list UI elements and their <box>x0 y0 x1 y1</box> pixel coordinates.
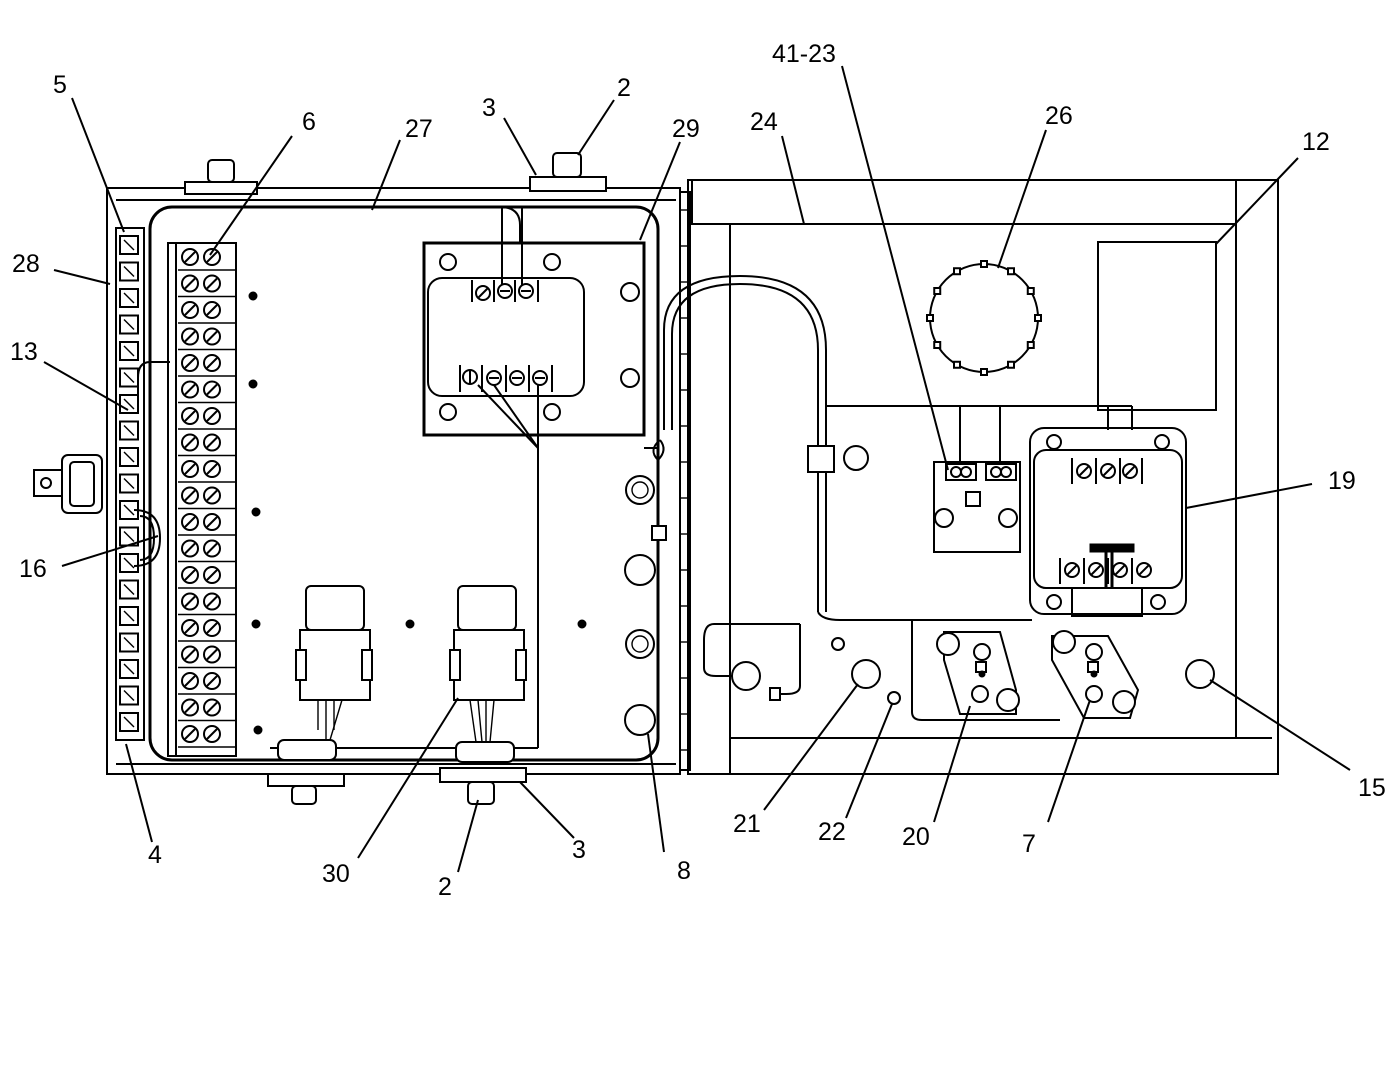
callout-3-bottom: 3 <box>572 836 586 864</box>
callout-labels: 5 28 13 16 4 6 27 3 2 29 41-23 24 26 12 … <box>10 40 1386 901</box>
callout-21: 21 <box>733 810 761 838</box>
callout-16: 16 <box>19 555 47 583</box>
callout-26: 26 <box>1045 102 1073 130</box>
grommets-right <box>731 637 1215 705</box>
external-terminal-strip <box>115 227 145 741</box>
callout-3-top: 3 <box>482 94 496 122</box>
callout-12: 12 <box>1302 128 1330 156</box>
right-harness <box>663 274 1133 621</box>
terminal-block <box>167 242 237 757</box>
connector-right <box>449 585 527 763</box>
callout-4: 4 <box>148 841 162 869</box>
relay-module <box>244 206 646 449</box>
callout-2-top: 2 <box>617 74 631 102</box>
thermal-switch-7 <box>1051 630 1140 719</box>
module-bottom-terminals <box>1059 543 1152 588</box>
jumper-wire-13 <box>137 361 170 406</box>
grommets-left <box>624 439 667 736</box>
relay-top-screws <box>471 280 539 302</box>
bottom-mounting-stud-right <box>439 767 527 805</box>
callout-30: 30 <box>322 860 350 888</box>
callout-6: 6 <box>302 108 316 136</box>
top-mounting-stud-right <box>529 152 607 192</box>
leader-lines <box>43 65 1351 873</box>
callout-13: 13 <box>10 338 38 366</box>
callout-20: 20 <box>902 823 930 851</box>
callout-27: 27 <box>405 115 433 143</box>
callout-24: 24 <box>750 108 778 136</box>
callout-22: 22 <box>818 818 846 846</box>
callout-5: 5 <box>53 71 67 99</box>
component-box-12 <box>1097 241 1217 411</box>
thermal-switch-20 <box>936 631 1020 715</box>
relay-bottom-screws <box>459 365 553 392</box>
callout-41-23: 41-23 <box>772 40 836 68</box>
callout-8: 8 <box>677 857 691 885</box>
lower-harness <box>703 620 1060 721</box>
control-module <box>1029 427 1187 617</box>
callout-29: 29 <box>672 115 700 143</box>
connector-left <box>277 585 373 761</box>
right-enclosure <box>687 179 1279 775</box>
callout-7: 7 <box>1022 830 1036 858</box>
small-relay <box>933 461 1021 553</box>
callout-28: 28 <box>12 250 40 278</box>
bottom-mounting-stud-left <box>267 773 345 805</box>
panel-mounting-holes <box>248 291 587 735</box>
round-receptacle <box>926 260 1042 376</box>
side-latch <box>33 454 103 514</box>
callout-19: 19 <box>1328 467 1356 495</box>
callout-2-bottom: 2 <box>438 873 452 901</box>
top-mounting-stud-left <box>184 159 258 195</box>
module-top-terminals <box>1071 458 1143 484</box>
hinge <box>679 191 691 771</box>
callout-15: 15 <box>1358 774 1386 802</box>
